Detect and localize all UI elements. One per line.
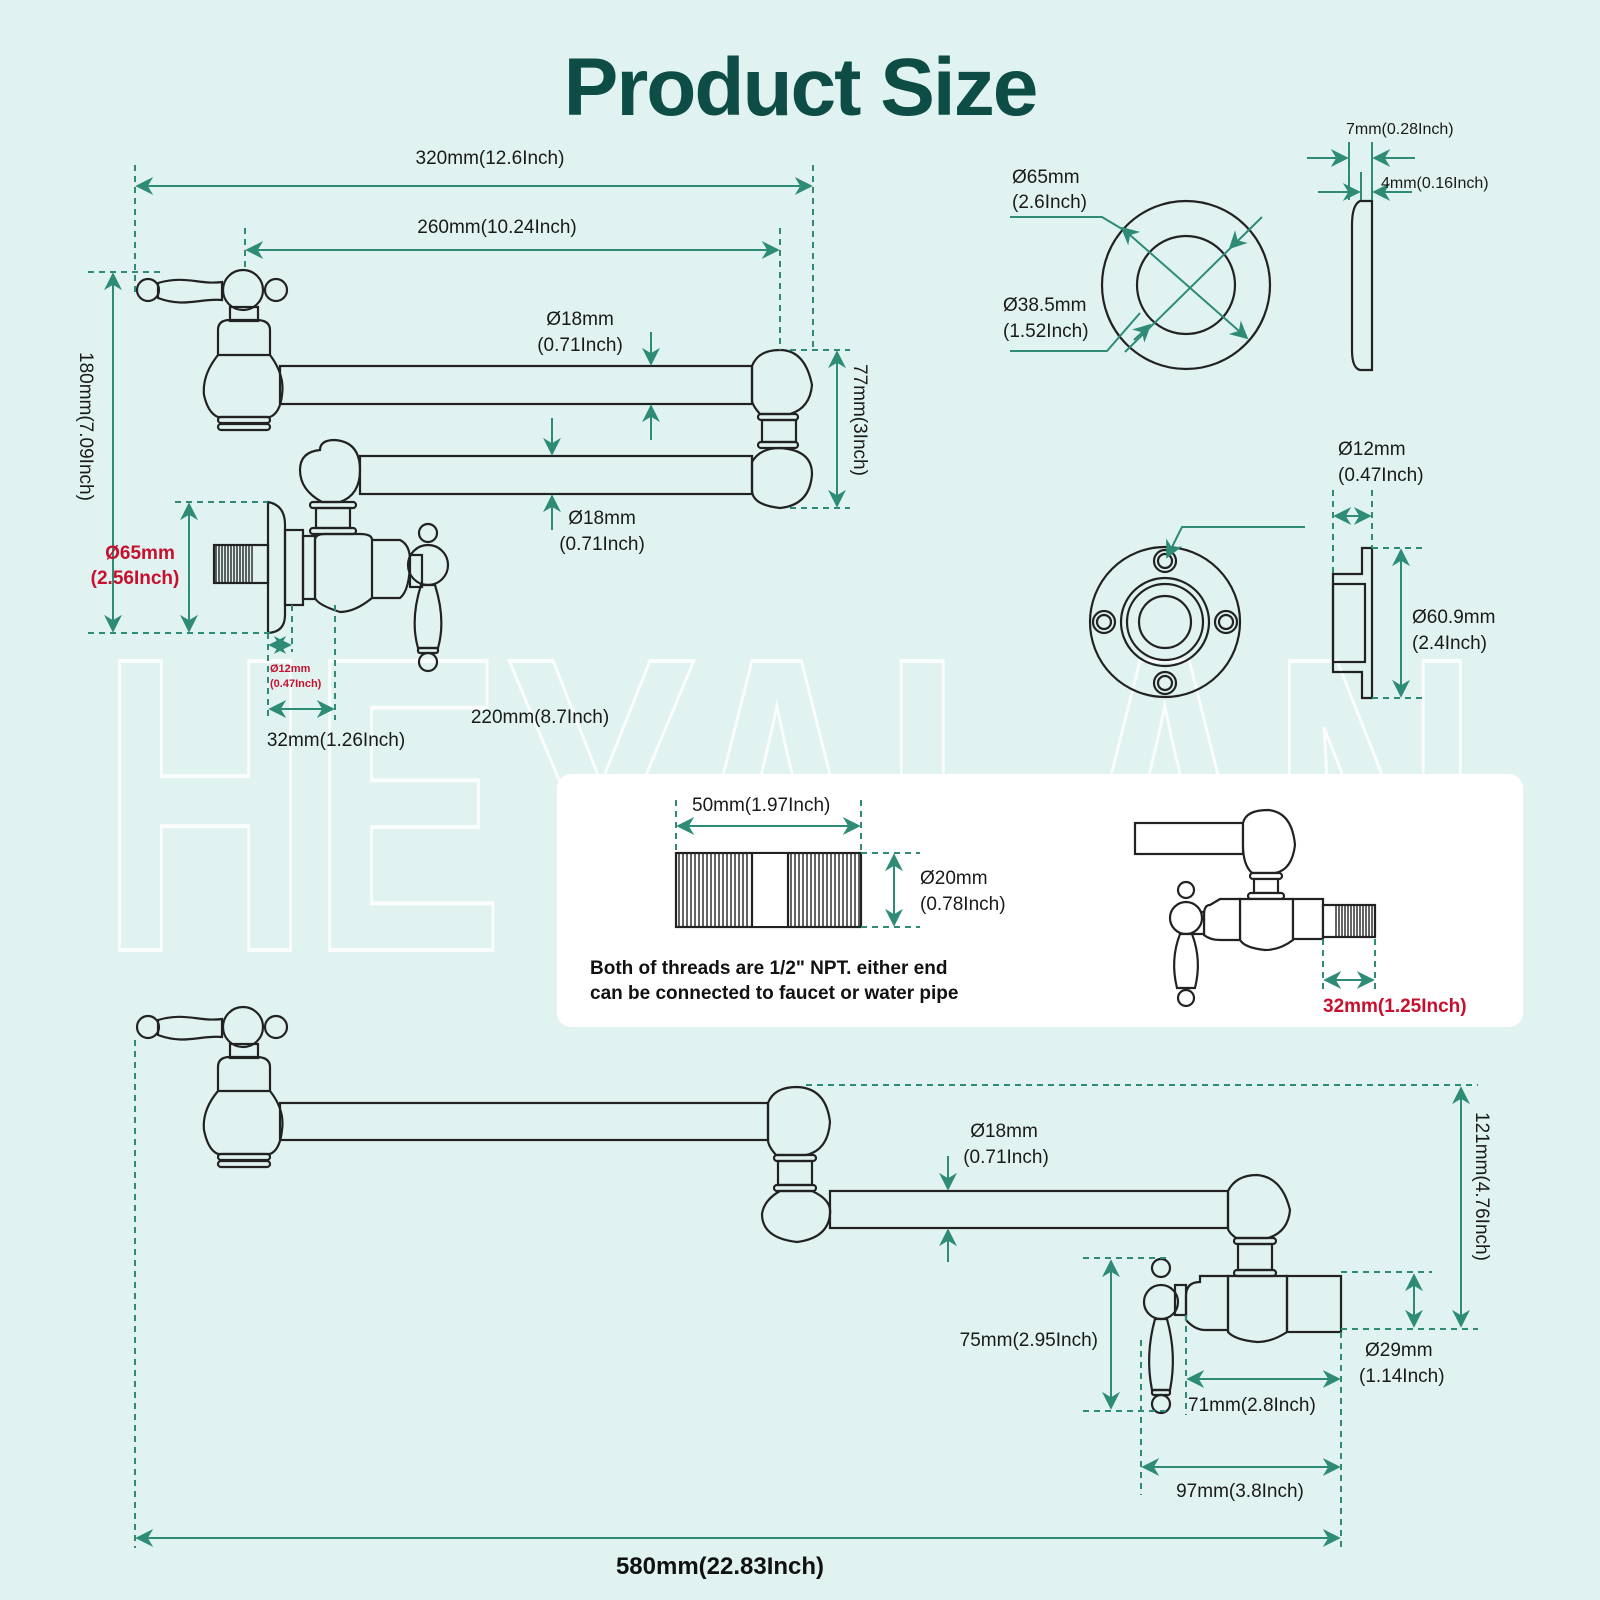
lower-swing-arm	[358, 454, 754, 496]
dim-flange-depth-inch: (0.47Inch)	[1338, 465, 1424, 486]
dim-overall-height: 180mm(7.09Inch)	[75, 352, 96, 501]
dim-nipple-dia-inch: (0.78Inch)	[920, 894, 1006, 915]
dim-handle-height: 75mm(2.95Inch)	[960, 1330, 1098, 1351]
dim-overall-length-extended: 580mm(22.83Inch)	[616, 1553, 824, 1580]
dim-thread-length: 32mm(1.25Inch)	[1323, 996, 1467, 1017]
dim-escutcheon-thickness: 7mm(0.28Inch)	[1346, 121, 1454, 138]
dim-spout-total: 97mm(3.8Inch)	[1176, 1481, 1304, 1502]
dim-ext-pipe-dia-inch: (0.71Inch)	[963, 1147, 1049, 1168]
thread-note-line-1: Both of threads are 1/2" NPT. either end	[590, 958, 947, 979]
dim-escutcheon-lip: 4mm(0.16Inch)	[1381, 175, 1489, 192]
dim-spout-dia-inch: (1.14Inch)	[1359, 1366, 1445, 1387]
dim-arm-length: 260mm(10.24Inch)	[417, 217, 576, 238]
wall-valve-body	[212, 500, 450, 673]
dim-joint-height: 77mm(3Inch)	[849, 364, 870, 476]
elbow-joint	[750, 348, 814, 510]
folded-view: 320mm(12.6Inch) 260mm(10.24Inch) Ø18mm (…	[75, 148, 870, 751]
dim-ext-pipe-dia-mm: Ø18mm	[970, 1121, 1038, 1142]
dim-upper-pipe-dia-mm: Ø18mm	[546, 309, 614, 330]
mount-flange-front	[1088, 526, 1305, 699]
inlet-thread	[215, 545, 253, 583]
dim-lower-pipe-dia-inch: (0.71Inch)	[559, 534, 645, 555]
thread-nipple: 50mm(1.97Inch) Ø20mm (0.78Inch)	[674, 795, 1006, 929]
escutcheon-side: 7mm(0.28Inch) 4mm(0.16Inch)	[1307, 121, 1489, 372]
dim-upper-pipe-dia-inch: (0.71Inch)	[537, 335, 623, 356]
dim-drop-height: 121mm(4.76Inch)	[1471, 1112, 1492, 1261]
dim-escutcheon-outer-mm: Ø65mm	[1012, 167, 1080, 188]
dim-spout-dia-mm: Ø29mm	[1365, 1340, 1433, 1361]
first-swing-arm	[278, 1101, 770, 1142]
top-lever-handle	[135, 268, 289, 432]
upper-swing-arm	[278, 364, 754, 406]
dim-nipple-dia-mm: Ø20mm	[920, 868, 988, 889]
mount-flange-side: Ø12mm (0.47Inch) Ø60.9mm (2.4Inch)	[1331, 439, 1495, 700]
spout-outlet	[1285, 1274, 1343, 1334]
dim-flange-thickness-inch: (0.47Inch)	[270, 678, 322, 690]
dim-flange-thickness-mm: Ø12mm	[270, 663, 311, 675]
thread-note-line-2: can be connected to faucet or water pipe	[590, 983, 958, 1004]
dim-spout-length: 71mm(2.8Inch)	[1188, 1395, 1316, 1416]
dim-reach: 220mm(8.7Inch)	[471, 707, 609, 728]
second-swing-arm	[828, 1189, 1230, 1230]
dim-lower-pipe-dia-mm: Ø18mm	[568, 508, 636, 529]
dim-inlet-length: 32mm(1.26Inch)	[267, 730, 405, 751]
page-title: Product Size	[564, 42, 1037, 133]
escutcheon-ring: Ø65mm (2.6Inch) Ø38.5mm (1.52Inch)	[1003, 167, 1272, 371]
dim-nipple-length: 50mm(1.97Inch)	[692, 795, 830, 816]
dim-flange-depth-mm: Ø12mm	[1338, 439, 1406, 460]
dim-mount-flange-dia-mm: Ø60.9mm	[1412, 607, 1495, 628]
dim-escutcheon-inner-inch: (1.52Inch)	[1003, 321, 1089, 342]
extended-view: 580mm(22.83Inch) Ø18mm (0.71Inch) 121mm(…	[134, 1005, 1492, 1580]
dim-flange-dia-inch: (2.56Inch)	[91, 568, 180, 589]
dim-escutcheon-inner-mm: Ø38.5mm	[1003, 295, 1086, 316]
dim-mount-flange-dia-inch: (2.4Inch)	[1412, 633, 1487, 654]
dim-overall-length-folded: 320mm(12.6Inch)	[416, 148, 565, 169]
valve-side-view: 32mm(1.25Inch)	[1133, 808, 1467, 1017]
dim-flange-dia-mm: Ø65mm	[105, 543, 175, 564]
dim-escutcheon-outer-inch: (2.6Inch)	[1012, 192, 1087, 213]
